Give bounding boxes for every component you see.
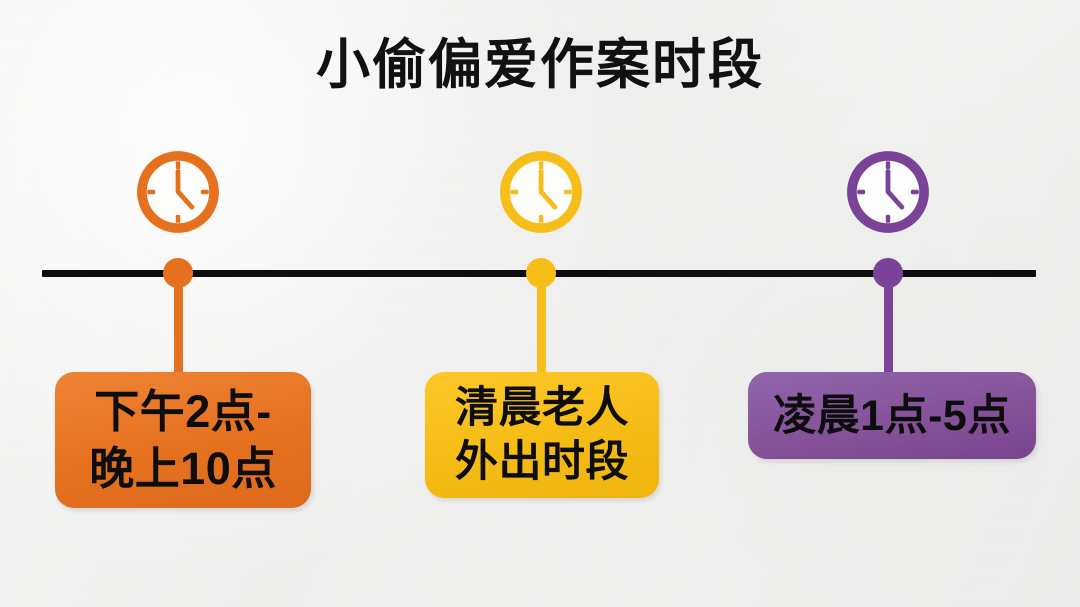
timeline-connector-line xyxy=(884,272,893,382)
timeline-label-box-3: 凌晨1点-5点 xyxy=(748,372,1036,459)
timeline-connector-line xyxy=(537,272,546,382)
clock-icon xyxy=(847,151,929,233)
timeline-label-text: 清晨老人 外出时段 xyxy=(455,384,629,486)
page-title: 小偷偏爱作案时段 xyxy=(316,35,764,95)
timeline-label-text: 凌晨1点-5点 xyxy=(773,391,1011,440)
timeline-label-box-2: 清晨老人 外出时段 xyxy=(425,372,659,498)
clock-icon xyxy=(137,151,219,233)
timeline-label-box-1: 下午2点- 晚上10点 xyxy=(55,372,311,508)
clock-icon xyxy=(500,151,582,233)
timeline-connector-line xyxy=(174,272,183,382)
timeline-label-text: 下午2点- 晚上10点 xyxy=(89,386,277,494)
